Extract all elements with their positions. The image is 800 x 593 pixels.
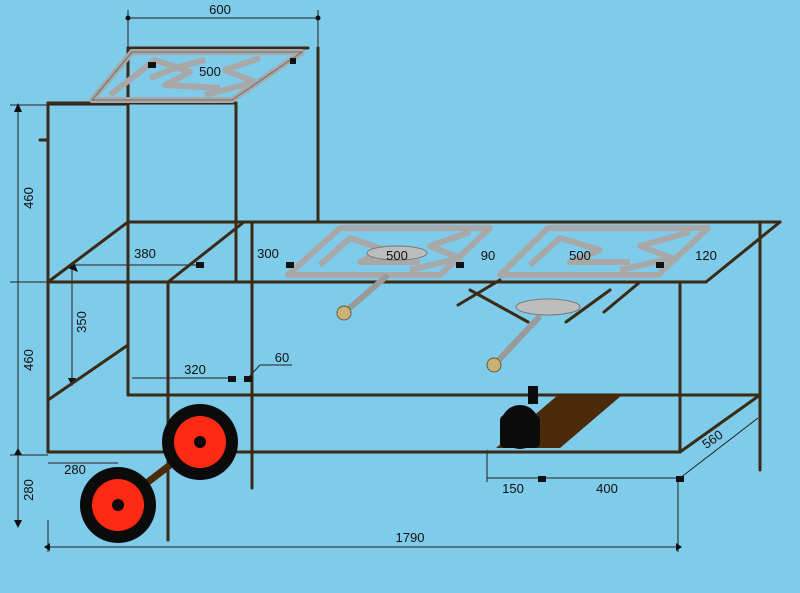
dim-gap-60: 60 [275,350,289,365]
dim-top-width: 600 [209,2,231,17]
dim-wheel-280-v: 280 [21,479,36,501]
front-wheel [80,467,156,543]
dimension-arrows [14,15,682,551]
dim-offset-150: 150 [502,481,524,496]
cart-frame [38,46,782,542]
burner-knob-1 [336,272,390,321]
dim-total-1790: 1790 [396,530,425,545]
dim-top-grate: 500 [199,64,221,79]
gas-bottle [496,386,622,449]
burner-grate-1 [285,225,493,278]
dim-burner-1: 500 [386,248,408,263]
dim-burner-2: 500 [569,248,591,263]
dim-depth-560: 560 [699,427,725,452]
frame-clamps [148,58,684,482]
dim-leg-350: 350 [74,311,89,333]
burner-knob-2 [486,313,543,373]
dim-side-depth: 380 [134,246,156,261]
dim-wheel-280-h: 280 [64,462,86,477]
dim-shelf-320: 320 [184,362,206,377]
dim-overhang-120: 120 [695,248,717,263]
dim-upper-height: 460 [21,187,36,209]
dim-gap-300: 300 [257,246,279,261]
dimension-labels: 600 500 460 380 300 500 90 500 120 350 4… [21,2,726,545]
dim-length-400: 400 [596,481,618,496]
burner-hopper [456,278,642,324]
top-grate [89,49,305,103]
burner-grate-2 [497,225,711,278]
dim-gap-90: 90 [481,248,495,263]
rear-wheel [162,404,238,480]
dim-lower-height: 460 [21,349,36,371]
dimension-lines [10,10,759,552]
